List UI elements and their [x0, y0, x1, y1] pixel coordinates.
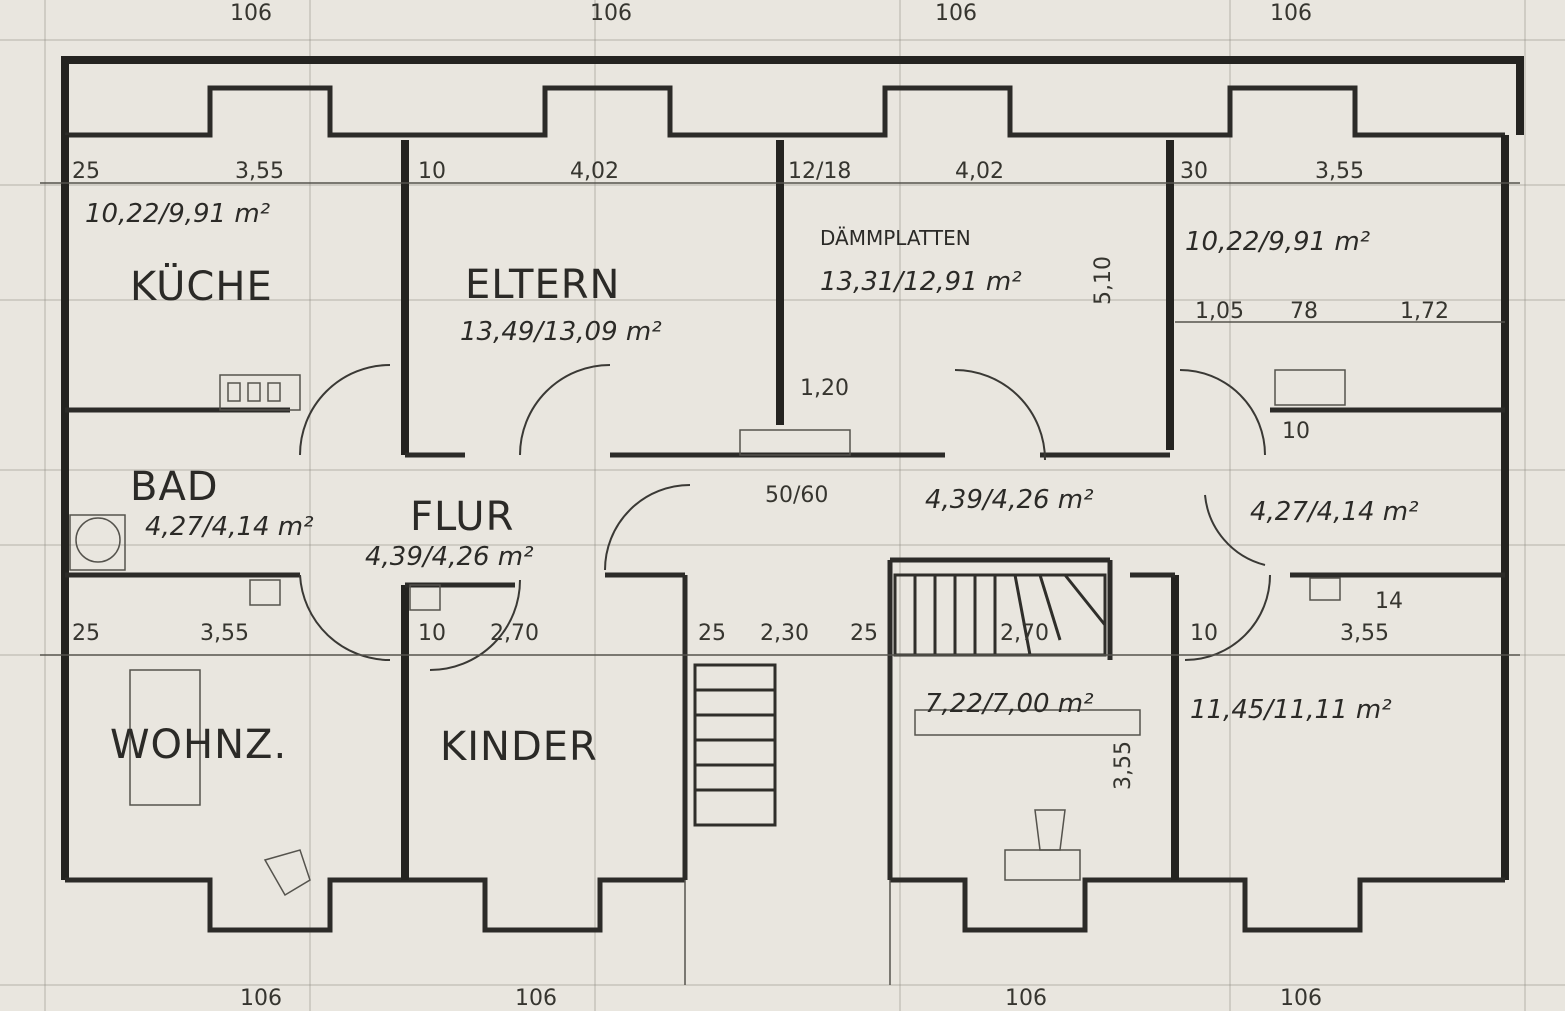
room-area-se: 11,45/11,11 m²	[1190, 695, 1392, 725]
dim-upper-402-right: 4,02	[955, 159, 1004, 184]
dim-lower-230: 2,30	[760, 621, 809, 646]
room-name-bad: BAD	[130, 464, 219, 510]
dim-bottom-3: 106	[1005, 986, 1047, 1011]
dim-lower-355-right: 3,55	[1340, 621, 1389, 646]
dim-top-2: 106	[590, 1, 632, 26]
room-area-center: 13,31/12,91 m²	[820, 267, 1022, 297]
room-name-eltern: ELTERN	[465, 262, 620, 308]
room-name-kueche: KÜCHE	[130, 262, 273, 310]
dim-lower-270-left: 2,70	[490, 621, 539, 646]
dim-bottom-1: 106	[240, 986, 282, 1011]
dim-upper-402-left: 4,02	[570, 159, 619, 184]
room-name-wohnz: WOHNZ.	[110, 722, 287, 768]
room-name-flur: FLUR	[410, 494, 514, 540]
fixtures	[69, 369, 1346, 897]
dim-bottom-2: 106	[515, 986, 557, 1011]
room-area-ne: 10,22/9,91 m²	[1185, 227, 1370, 257]
room-area-bath-center: 4,39/4,26 m²	[925, 485, 1094, 515]
dim-misc-120: 1,20	[800, 376, 849, 401]
dim-ne-172: 1,72	[1400, 299, 1449, 324]
dim-lower-25-mid: 25	[698, 621, 726, 646]
dim-lower-25-right: 25	[850, 621, 878, 646]
dim-lower-10-left: 10	[418, 621, 446, 646]
outer-walls	[61, 56, 1524, 985]
room-area-eltern: 13,49/13,09 m²	[460, 317, 662, 347]
room-name-kinder: KINDER	[440, 724, 598, 770]
dim-lower-355-left: 3,55	[200, 621, 249, 646]
dim-upper-12-18: 12/18	[788, 159, 851, 184]
room-area-kueche: 10,22/9,91 m²	[85, 199, 270, 229]
dim-upper-355-right: 3,55	[1315, 159, 1364, 184]
dim-misc-355-vert: 3,55	[1111, 741, 1136, 790]
room-note-daemmplatten: DÄMMPLATTEN	[820, 226, 971, 250]
dimension-lines	[40, 182, 1520, 656]
dim-misc-10: 10	[1282, 419, 1310, 444]
room-area-flur: 4,39/4,26 m²	[365, 542, 534, 572]
dim-upper-10: 10	[418, 159, 446, 184]
dim-upper-30: 30	[1180, 159, 1208, 184]
dim-lower-25-left: 25	[72, 621, 100, 646]
dim-ne-105: 1,05	[1195, 299, 1244, 324]
room-area-se-small: 7,22/7,00 m²	[925, 689, 1094, 719]
dim-ne-78: 78	[1290, 299, 1318, 324]
room-area-bad: 4,27/4,14 m²	[145, 512, 314, 542]
dim-bottom-4: 106	[1280, 986, 1322, 1011]
dim-upper-355-left: 3,55	[235, 159, 284, 184]
dim-top-4: 106	[1270, 1, 1312, 26]
dim-top-3: 106	[935, 1, 977, 26]
room-area-bath-east: 4,27/4,14 m²	[1250, 497, 1419, 527]
door-swings	[299, 364, 1271, 671]
dim-top-1: 106	[230, 1, 272, 26]
dim-misc-50-60: 50/60	[765, 483, 828, 508]
dim-lower-270-right: 2,70	[1000, 621, 1049, 646]
dim-misc-14: 14	[1375, 589, 1403, 614]
dim-upper-25: 25	[72, 159, 100, 184]
dim-lower-10-right: 10	[1190, 621, 1218, 646]
dim-misc-510: 5,10	[1091, 256, 1116, 305]
